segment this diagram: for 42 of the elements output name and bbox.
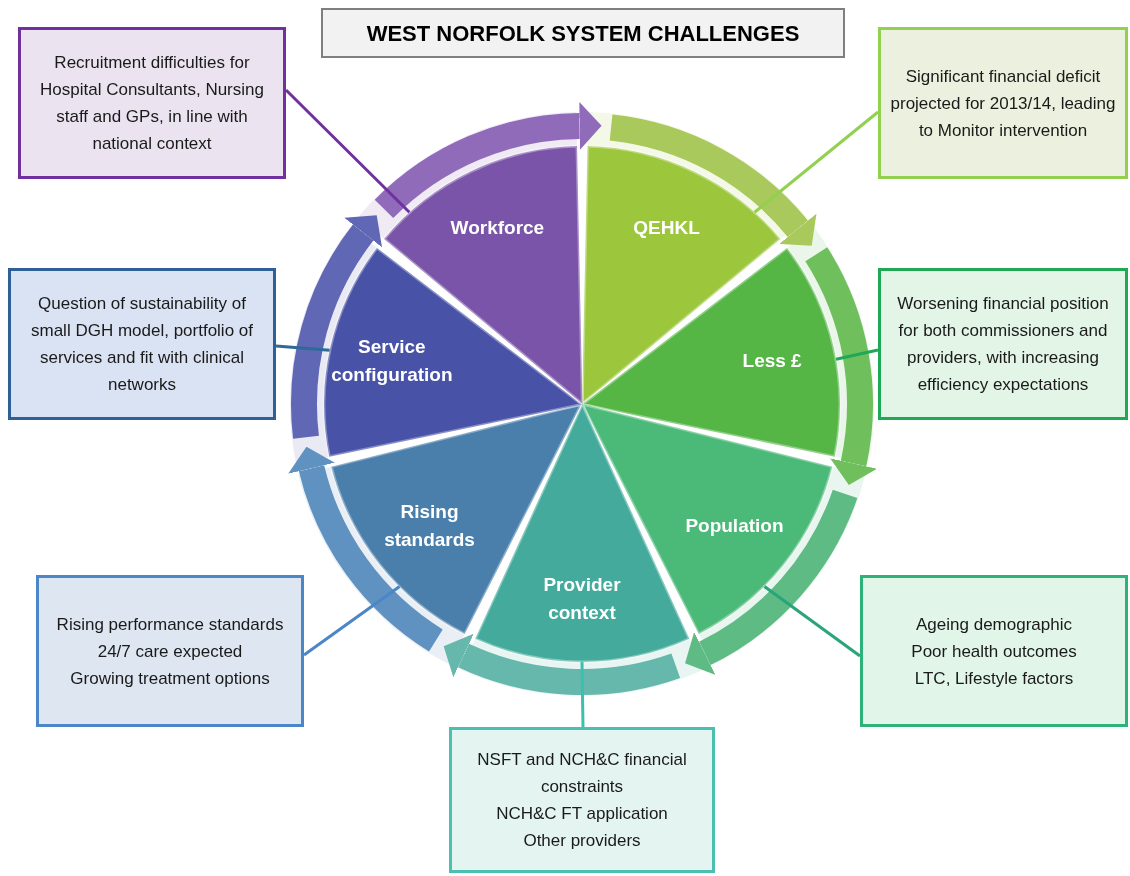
callout-box	[449, 727, 715, 873]
callout-text: Other providers	[523, 830, 641, 852]
segment-label: Less £	[742, 348, 802, 373]
callout-box	[36, 575, 304, 727]
callout-text: NCH&C FT application	[496, 803, 668, 825]
callout-text: Worsening financial position for both commissioners and providers, with increasing efficiency expectations	[896, 293, 1110, 396]
callout-box	[8, 268, 276, 420]
callout-box	[18, 27, 286, 179]
segment-label: Workforce	[450, 216, 545, 241]
leader-line	[753, 110, 879, 214]
title-banner: WEST NORFOLK SYSTEM CHALLENGES	[321, 8, 845, 58]
curved-arrow	[288, 447, 444, 652]
curved-arrow	[375, 102, 602, 219]
callout-text: NSFT and NCH&C financial constraints	[476, 749, 688, 798]
curved-arrow	[443, 633, 680, 695]
leader-line	[763, 585, 861, 658]
leader-line	[275, 344, 330, 352]
segment-label: Rising standards	[383, 499, 476, 552]
callout-text: Growing treatment options	[70, 667, 270, 690]
leader-line	[284, 88, 411, 214]
callout-text: Question of sustainability of small DGH model, portfolio of services and fit with clinical networks	[30, 293, 254, 396]
callout-text: 24/7 care expected	[97, 640, 243, 663]
leader-line	[303, 585, 401, 657]
segment-label: Provider context	[542, 573, 622, 625]
callout-box	[878, 27, 1128, 179]
segment-label: QEHKL	[633, 216, 700, 241]
callout-text: LTC, Lifestyle factors	[914, 667, 1074, 690]
callout-text: Recruitment difficulties for Hospital Consultants, Nursing staff and GPs, in line with national context	[39, 52, 265, 155]
curved-arrow	[291, 214, 383, 438]
callout-text: Poor health outcomes	[911, 640, 1077, 663]
curved-arrow	[685, 488, 858, 675]
callout-text: Significant financial deficit projected for 2013/14, leading to Monitor intervention	[889, 65, 1117, 142]
callout-box	[878, 268, 1128, 420]
leader-line	[835, 348, 879, 361]
curved-arrow	[804, 247, 878, 486]
callout-text: Ageing demographic	[916, 613, 1072, 636]
curved-arrow	[608, 114, 816, 246]
segment-label: Population	[685, 513, 784, 538]
callout-text: Rising performance standards	[56, 613, 284, 636]
leader-line	[580, 661, 585, 728]
segment-label: Service configuration	[330, 334, 454, 387]
callout-box	[860, 575, 1128, 727]
